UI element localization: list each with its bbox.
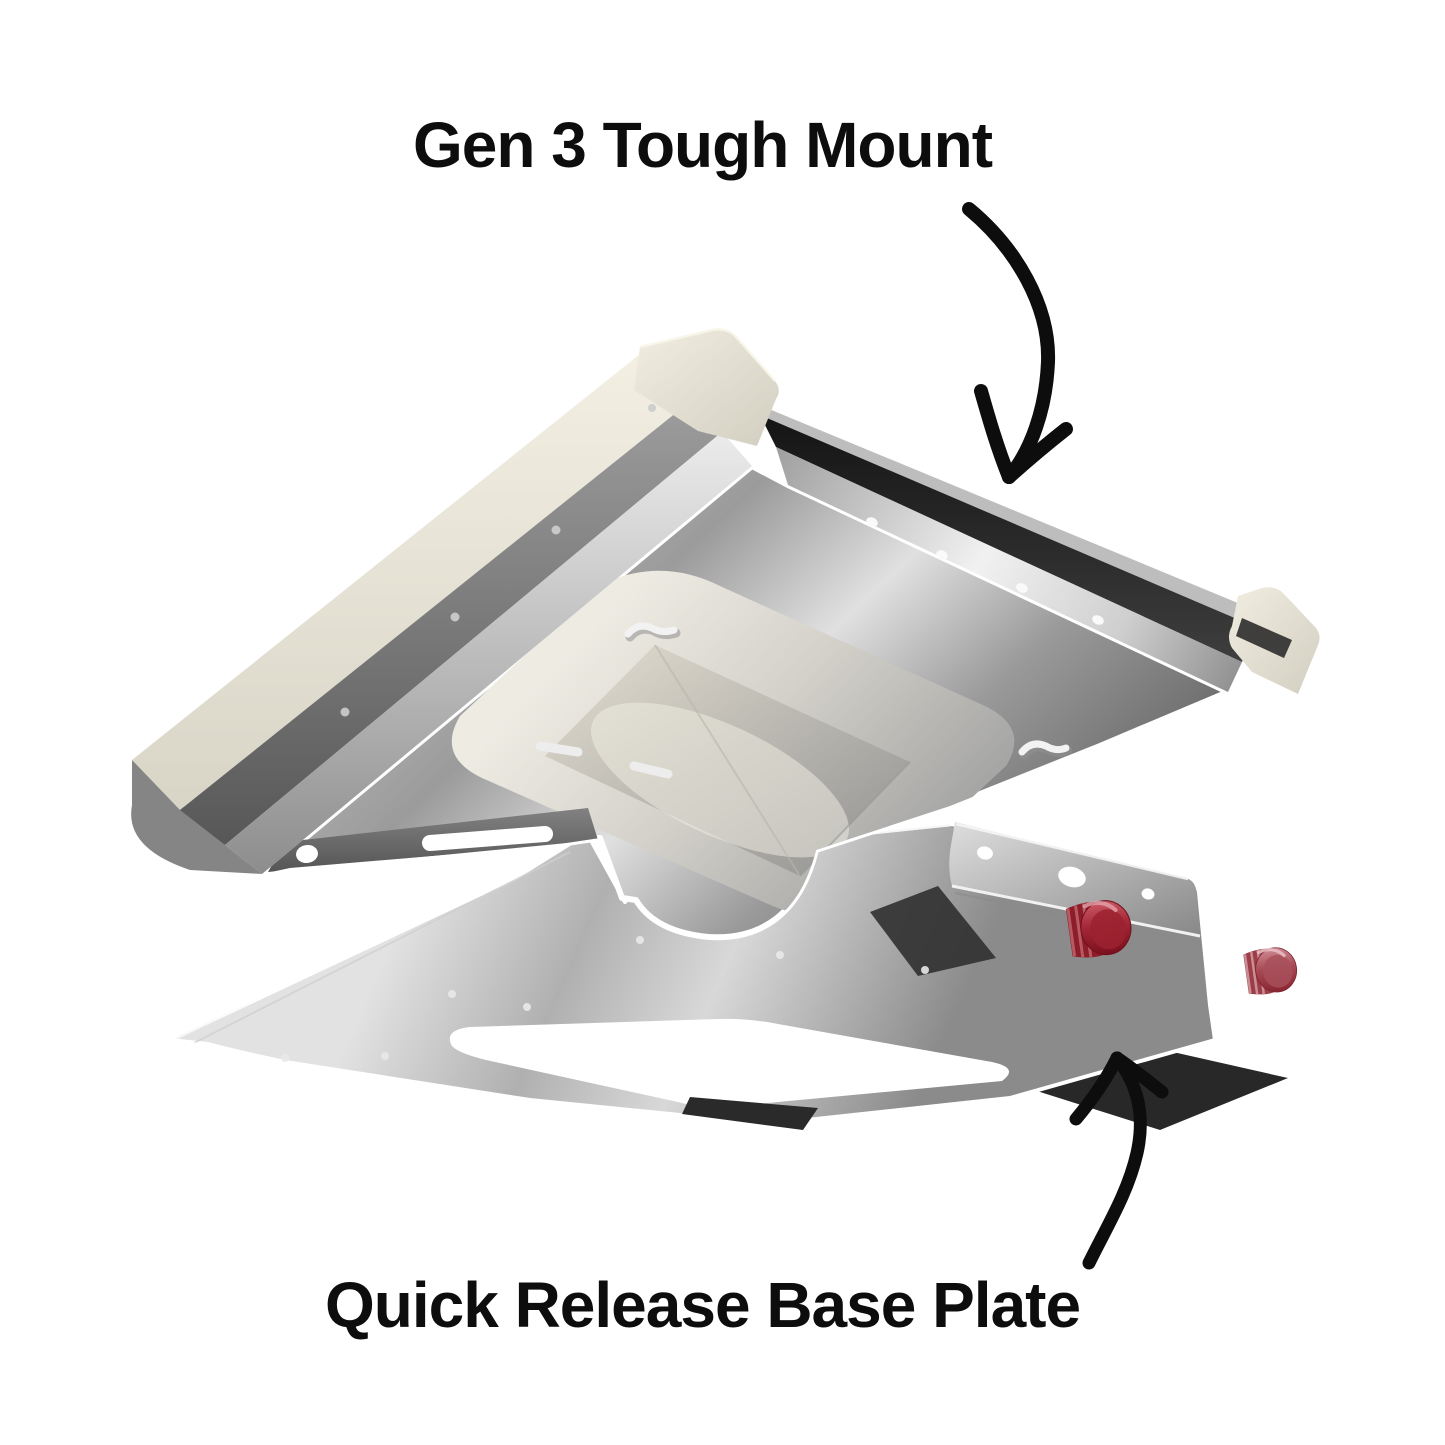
- flange-hole-left: [977, 846, 993, 860]
- tough-mount-illustration: [131, 328, 1320, 941]
- base-plate-fold-line: [191, 851, 571, 1045]
- top-arrow-barb-right: [1002, 422, 1073, 484]
- bottom-label: Quick Release Base Plate: [324, 1269, 1081, 1341]
- mount-top-edge-sliver: [752, 402, 1262, 628]
- mount-left-bright-band: [225, 432, 752, 874]
- mount-rubber-edge-strip: [760, 415, 1258, 662]
- mount-cavity-sheen: [591, 702, 849, 858]
- flange-top-highlight: [955, 822, 1189, 881]
- bottom-arrow-barb-left: [1069, 1051, 1124, 1126]
- bottom-arrow: [1069, 1051, 1169, 1270]
- mount-cream-cap-top: [634, 328, 779, 446]
- mount-left-rail-end: [131, 760, 262, 874]
- top-arrow-barb-left: [974, 384, 1016, 484]
- mount-cream-cap-right: [1229, 587, 1320, 694]
- mount-flange-hole: [296, 844, 318, 864]
- red-knob-installed: [1065, 900, 1132, 958]
- red-knob-detached: [1243, 947, 1298, 995]
- mount-left-dark-band: [180, 400, 722, 845]
- mount-right-bright-rail: [776, 447, 1242, 692]
- top-label: Gen 3 Tough Mount: [412, 109, 993, 181]
- mount-flange-slot: [422, 826, 553, 851]
- mount-cap-rivet: [648, 404, 656, 412]
- base-plate-rivets: [281, 936, 929, 1062]
- top-arrow: [962, 202, 1073, 484]
- mount-rail-rivets: [866, 517, 1104, 625]
- bottom-arrow-shaft: [1082, 1051, 1147, 1270]
- mount-cream-edge-strip: [132, 350, 692, 810]
- mount-center-slots: [535, 741, 673, 779]
- base-plate-cutout: [449, 1018, 1010, 1108]
- top-arrow-shaft: [962, 202, 1056, 484]
- mount-left-band-rivets: [340, 525, 561, 717]
- flange-shadow: [870, 886, 996, 976]
- base-plate-bottom-edge-strip: [682, 1097, 818, 1130]
- mount-cap-notch: [1236, 618, 1292, 658]
- knob-face-inner: [1263, 954, 1293, 988]
- knob-highlight: [1257, 947, 1286, 958]
- flange-hole-center: [1058, 866, 1086, 888]
- knob-face-inner: [1090, 909, 1127, 950]
- flange-hole-right: [1141, 888, 1155, 900]
- knob-highlight: [1082, 900, 1118, 913]
- mount-cavity-crease-a: [654, 644, 801, 877]
